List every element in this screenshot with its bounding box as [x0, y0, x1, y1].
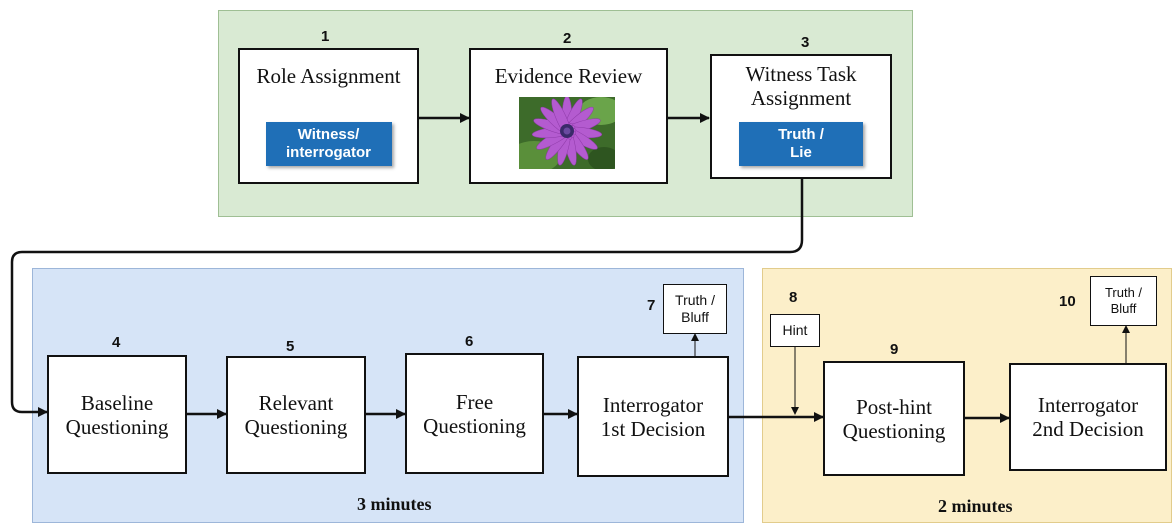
step-number-10: 10 [1059, 293, 1076, 310]
witness-task-assignment-box: Witness Task Assignment Truth / Lie [710, 54, 892, 179]
step-number-8: 8 [789, 289, 798, 306]
interrogator-2nd-decision-box: Interrogator 2nd Decision [1009, 363, 1167, 471]
evidence-review-label: Evidence Review [494, 64, 643, 88]
step-number-2: 2 [563, 30, 572, 47]
step-number-6: 6 [465, 333, 474, 350]
phase1-duration: 3 minutes [357, 494, 432, 514]
baseline-questioning-label: Baseline Questioning [65, 390, 169, 439]
role-assignment-box: Role Assignment Witness/ interrogator [238, 48, 419, 184]
step-number-4: 4 [112, 334, 121, 351]
interrogator-1st-decision-label: Interrogator 1st Decision [600, 392, 706, 441]
step-number-3: 3 [801, 34, 810, 51]
phase2-duration: 2 minutes [938, 496, 1013, 516]
arrow-3-4 [10, 179, 804, 417]
baseline-questioning-box: Baseline Questioning [47, 355, 187, 474]
post-hint-questioning-label: Post-hint Questioning [842, 394, 946, 443]
step-number-1: 1 [321, 28, 330, 45]
step-number-9: 9 [890, 341, 899, 358]
decision-2-output-box: Truth / Bluff [1090, 276, 1157, 326]
step-number-7: 7 [647, 297, 656, 314]
free-questioning-label: Free Questioning [423, 389, 526, 438]
relevant-questioning-box: Relevant Questioning [226, 356, 366, 474]
decision-1-output-box: Truth / Bluff [663, 284, 727, 334]
interrogator-2nd-decision-label: Interrogator 2nd Decision [1032, 393, 1144, 441]
truth-lie-chip: Truth / Lie [739, 122, 863, 166]
flower-image [519, 97, 615, 169]
evidence-review-box: Evidence Review [469, 48, 668, 184]
role-assignment-label: Role Assignment [256, 64, 401, 88]
hint-box: Hint [770, 314, 820, 347]
step-number-5: 5 [286, 338, 295, 355]
role-chip: Witness/ interrogator [265, 122, 392, 166]
interrogator-1st-decision-box: Interrogator 1st Decision [577, 356, 729, 477]
relevant-questioning-label: Relevant Questioning [244, 391, 348, 439]
witness-task-assignment-label: Witness Task Assignment [745, 62, 857, 110]
post-hint-questioning-box: Post-hint Questioning [823, 361, 965, 476]
free-questioning-box: Free Questioning [405, 353, 544, 474]
